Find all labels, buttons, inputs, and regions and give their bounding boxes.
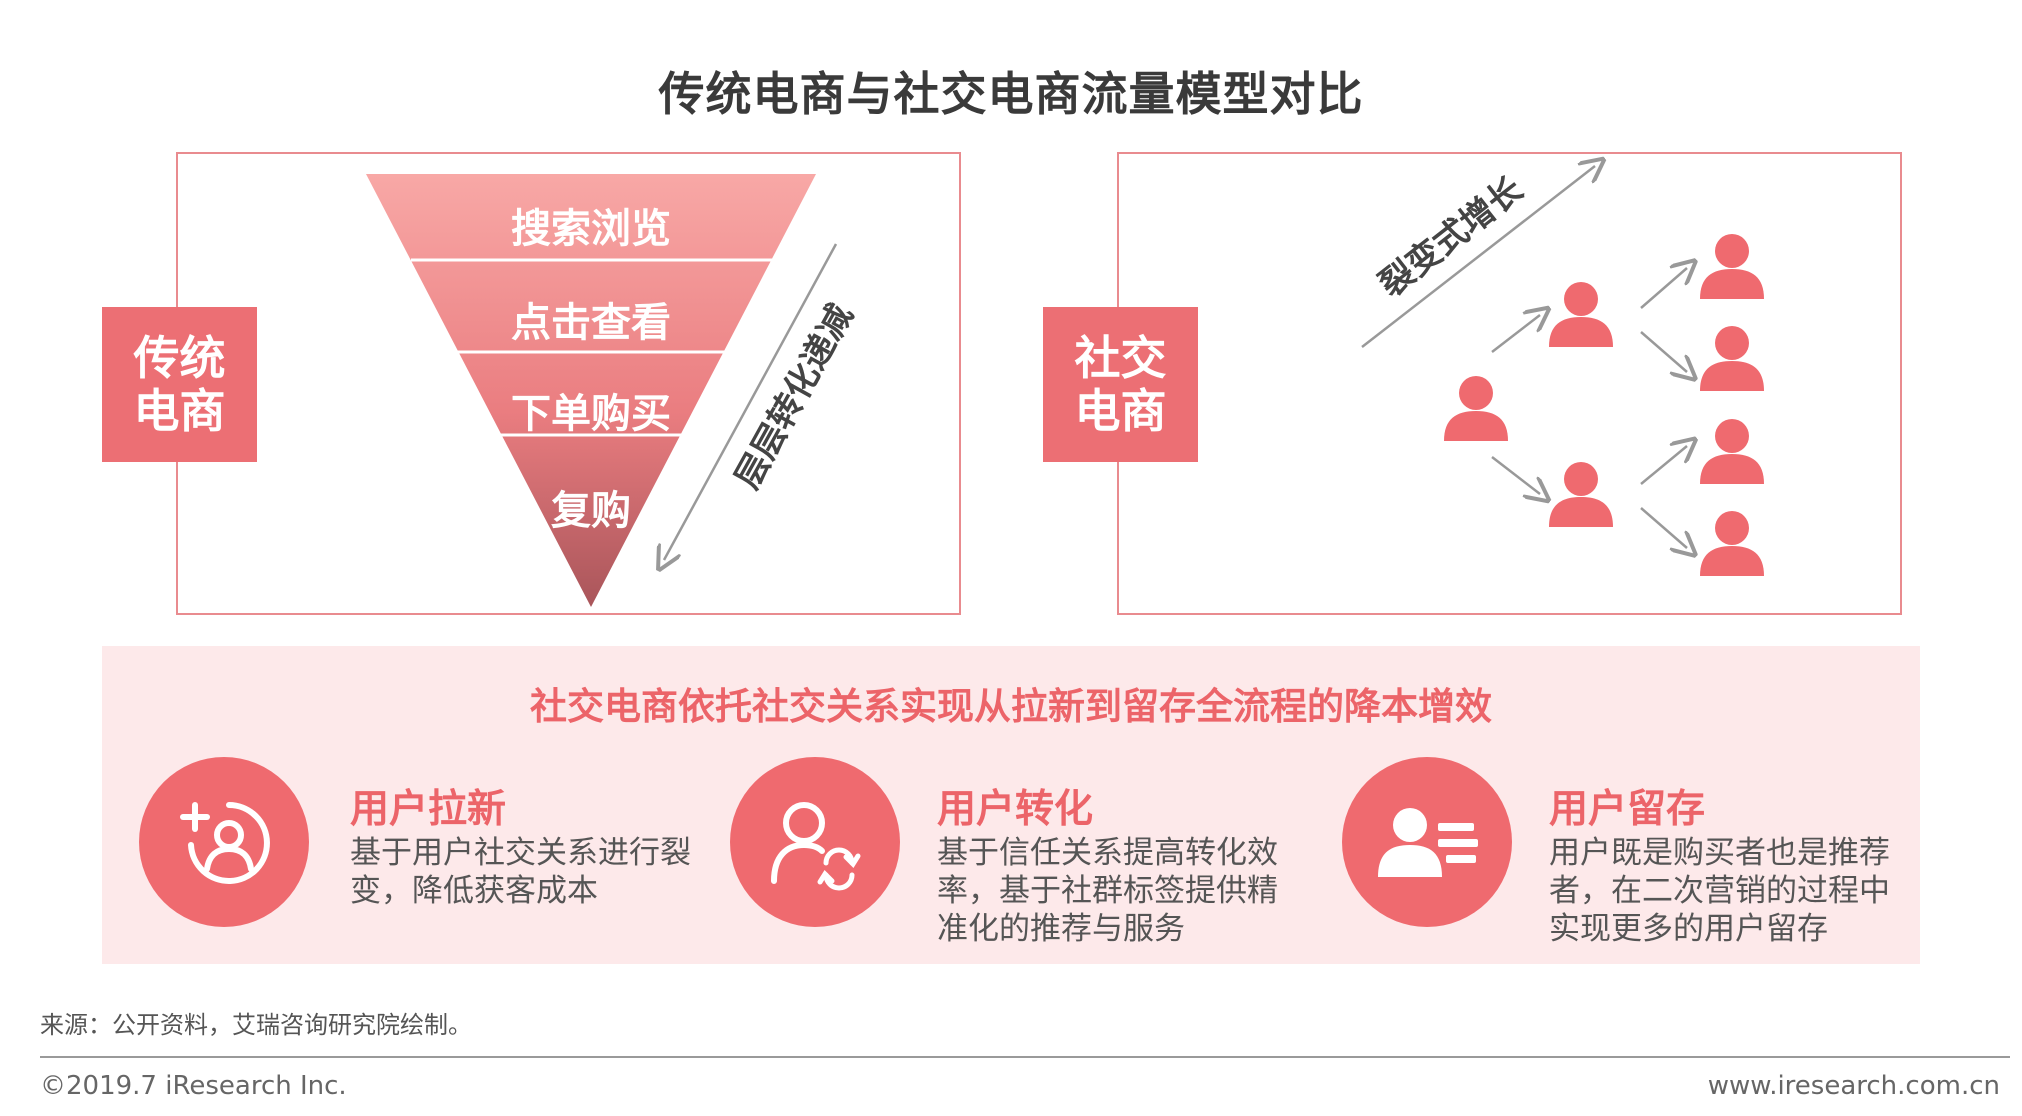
social-label-line1: 社交 (1074, 330, 1167, 385)
social-label: 社交 电商 (1043, 307, 1198, 462)
user-icon (1700, 326, 1764, 391)
user-icon (1700, 419, 1764, 484)
decline-arrow (664, 243, 838, 560)
user-icon (1444, 376, 1508, 441)
copyright: ©2019.7 iResearch Inc. (40, 1071, 347, 1101)
add-user-icon (180, 802, 270, 884)
user-icon (1549, 462, 1613, 527)
traditional-label-line2: 电商 (133, 383, 226, 438)
retention-desc-line: 实现更多的用户留存 (1549, 911, 1828, 947)
user-list-icon (1378, 808, 1478, 877)
benefits-band (102, 646, 1920, 964)
funnel-stage-2: 点击查看 (511, 300, 671, 346)
retention-circle (1342, 757, 1512, 927)
decline-arrow-label: 层层转化递减 (727, 298, 861, 496)
retention-title: 用户留存 (1549, 787, 1706, 832)
social-label-line2: 电商 (1074, 383, 1167, 438)
acquisition-circle (139, 757, 309, 927)
fission-arrow (1640, 507, 1687, 548)
footer-divider (40, 1056, 2010, 1058)
traditional-label-line1: 传统 (133, 330, 226, 385)
retention-desc-line: 用户既是购买者也是推荐 (1549, 835, 1890, 871)
acquisition-desc: 基于用户社交关系进行裂 变，降低获客成本 (350, 834, 691, 910)
user-refresh-icon (771, 802, 861, 891)
retention-desc: 用户既是购买者也是推荐 者，在二次营销的过程中 实现更多的用户留存 (1549, 834, 1890, 948)
acquisition-desc-line: 基于用户社交关系进行裂 (350, 835, 691, 871)
retention-desc-line: 者，在二次营销的过程中 (1549, 873, 1890, 909)
funnel-shape (366, 174, 816, 607)
acquisition-desc-line: 变，降低获客成本 (350, 873, 598, 909)
funnel-stage-4: 复购 (551, 488, 631, 534)
traditional-label: 传统 电商 (102, 307, 257, 462)
fission-arrow (1640, 268, 1687, 309)
growth-arrow-label: 裂变式增长 (1372, 169, 1531, 305)
conversion-desc-line: 率，基于社群标签提供精 (937, 873, 1278, 909)
fission-arrow (1491, 315, 1540, 353)
fission-arrow (1640, 446, 1687, 485)
conversion-desc-line: 基于信任关系提高转化效 (937, 835, 1278, 871)
website-url: www.iresearch.com.cn (1707, 1071, 2000, 1101)
social-panel (1117, 152, 1902, 615)
user-icon (1549, 282, 1613, 347)
growth-arrow (1361, 166, 1595, 348)
fission-diagram: 裂变式增长 (1361, 152, 1764, 576)
user-icon (1700, 511, 1764, 576)
acquisition-title: 用户拉新 (350, 787, 507, 832)
funnel-stage-3: 下单购买 (511, 391, 671, 437)
conversion-desc: 基于信任关系提高转化效 率，基于社群标签提供精 准化的推荐与服务 (937, 834, 1278, 948)
conversion-title: 用户转化 (937, 787, 1094, 832)
conversion-circle (730, 757, 900, 927)
page-title: 传统电商与社交电商流量模型对比 (658, 67, 1364, 121)
funnel-stage-1: 搜索浏览 (511, 206, 671, 252)
conversion-desc-line: 准化的推荐与服务 (937, 911, 1185, 947)
fission-arrow (1640, 331, 1687, 372)
funnel-diagram: 搜索浏览 点击查看 下单购买 复购 层层转化递减 (366, 174, 861, 607)
source-note: 来源：公开资料，艾瑞咨询研究院绘制。 (40, 1011, 472, 1039)
user-icon (1700, 234, 1764, 299)
fission-arrow (1491, 456, 1540, 494)
benefits-heading: 社交电商依托社交关系实现从拉新到留存全流程的降本增效 (530, 685, 1492, 728)
